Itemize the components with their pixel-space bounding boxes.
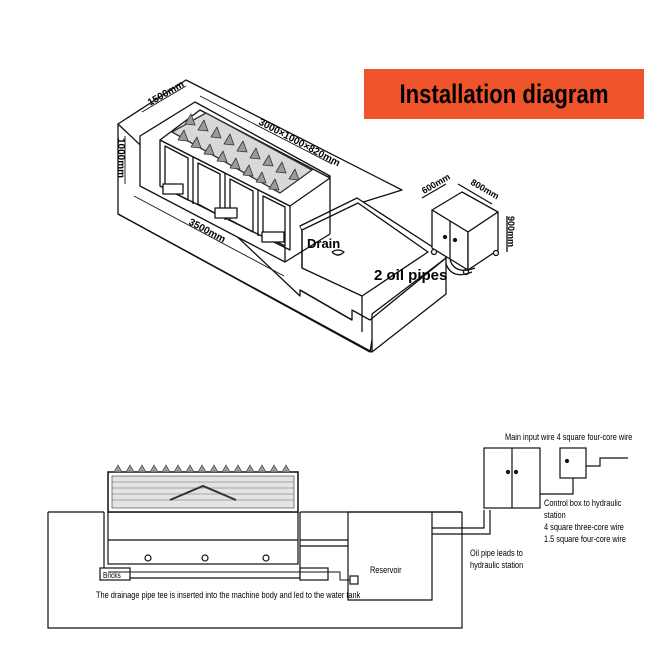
diagram-title: Installation diagram (400, 80, 609, 110)
oil-pipes-label: 2 oil pipes (374, 267, 447, 284)
oil-pipes (449, 259, 476, 271)
oil-pipe-label-2: hydraulic station (470, 560, 524, 570)
reservoir-label: Reservoir (370, 565, 402, 575)
drainage-note: The drainage pipe tee is inserted into t… (96, 590, 361, 600)
machine-foot-left (162, 183, 184, 195)
drainage-pipe (108, 571, 352, 581)
machine-pit-section (103, 512, 301, 579)
section-view (47, 447, 628, 629)
control-box-label-1: Control box to hydraulic (544, 498, 621, 508)
oil-pipe-section (300, 539, 348, 547)
control-box (540, 447, 628, 495)
drain-pipe (331, 249, 345, 256)
machine-foot-right (261, 231, 285, 243)
machine-body (159, 139, 291, 251)
wire-spec-1: 4 square three-core wire (544, 522, 624, 532)
machine-foot-middle (214, 207, 238, 219)
chevron-mark (169, 484, 237, 501)
dimension-lines (124, 85, 333, 277)
isometric-pit-view (117, 79, 508, 353)
hydraulic-station (483, 447, 541, 509)
oil-pipe-label-1: Oil pipe leads to (470, 548, 523, 558)
cabinet-height-label: 900mm (506, 216, 516, 247)
main-input-wire-label: Main input wire 4 square four-core wire (505, 432, 633, 442)
drain-label: Drain (307, 236, 340, 251)
block-right-edge (371, 257, 447, 315)
reservoir-pit-section (347, 512, 433, 601)
pit-block-front-face (117, 213, 447, 353)
cabinet-width-label: 800mm (469, 177, 501, 201)
title-banner (364, 69, 644, 119)
cabinet-depth-label: 600mm (420, 172, 452, 196)
dim-height-label: 1000mm (115, 138, 126, 178)
wire-spec-2: 1.5 square four-core wire (544, 534, 626, 544)
control-box-label-2: station (544, 510, 566, 520)
spike-plate (159, 109, 331, 207)
bricks-label: Bricks (103, 570, 121, 580)
bricks (99, 567, 131, 581)
machine-pit-floor-edge (284, 233, 331, 263)
hydraulic-cabinet (421, 183, 508, 276)
block-left-inner-edge (299, 289, 353, 321)
